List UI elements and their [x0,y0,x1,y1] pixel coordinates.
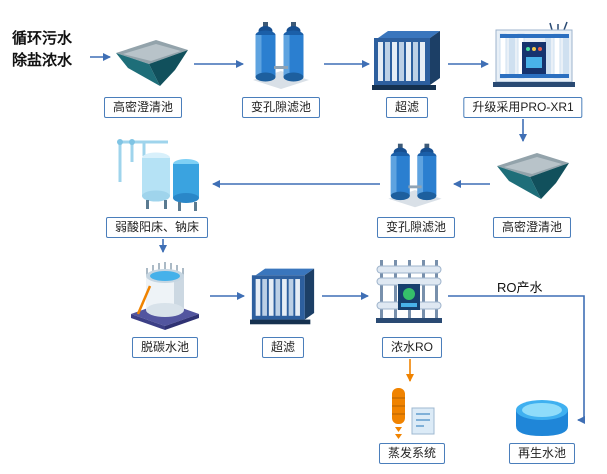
label-pro-xr1: 升级采用PRO-XR1 [463,97,583,118]
pro-xr1-unit-icon [492,20,576,97]
source-stream-text: 循环污水 除盐浓水 [12,28,72,72]
ultrafiltration-icon [372,28,442,97]
label-uf-1: 超滤 [385,97,429,118]
concentrate-ro-unit-icon [374,256,444,335]
ro-product-flow-label: RO产水 [497,280,543,295]
ion-exchange-beds-icon [112,130,207,219]
filter-tanks-icon [384,138,446,217]
label-pore-filter-2: 变孔隙滤池 [376,217,456,238]
source-stream-line2: 除盐浓水 [12,52,73,69]
label-clarifier-1: 高密澄清池 [103,97,183,118]
filter-tanks-icon [250,16,312,99]
label-weak-acid-bed: 弱酸阳床、钠床 [105,217,209,238]
source-stream-line1: 循环污水 [12,30,73,47]
label-decarb-pool: 脱碳水池 [131,337,199,358]
reclaimed-water-pool-icon [512,394,572,445]
label-reclaimed-pool: 再生水池 [508,443,576,464]
label-pore-filter-1: 变孔隙滤池 [241,97,321,118]
clarifier-icon [494,146,572,213]
label-uf-2: 超滤 [261,337,305,358]
ultrafiltration-icon [250,260,316,337]
label-clarifier-2: 高密澄清池 [492,217,572,238]
label-evaporation: 蒸发系统 [378,443,446,464]
evaporator-icon [378,386,440,445]
decarbonation-tank-icon [126,256,204,337]
label-conc-ro: 浓水RO [381,337,443,358]
clarifier-icon [113,36,191,97]
